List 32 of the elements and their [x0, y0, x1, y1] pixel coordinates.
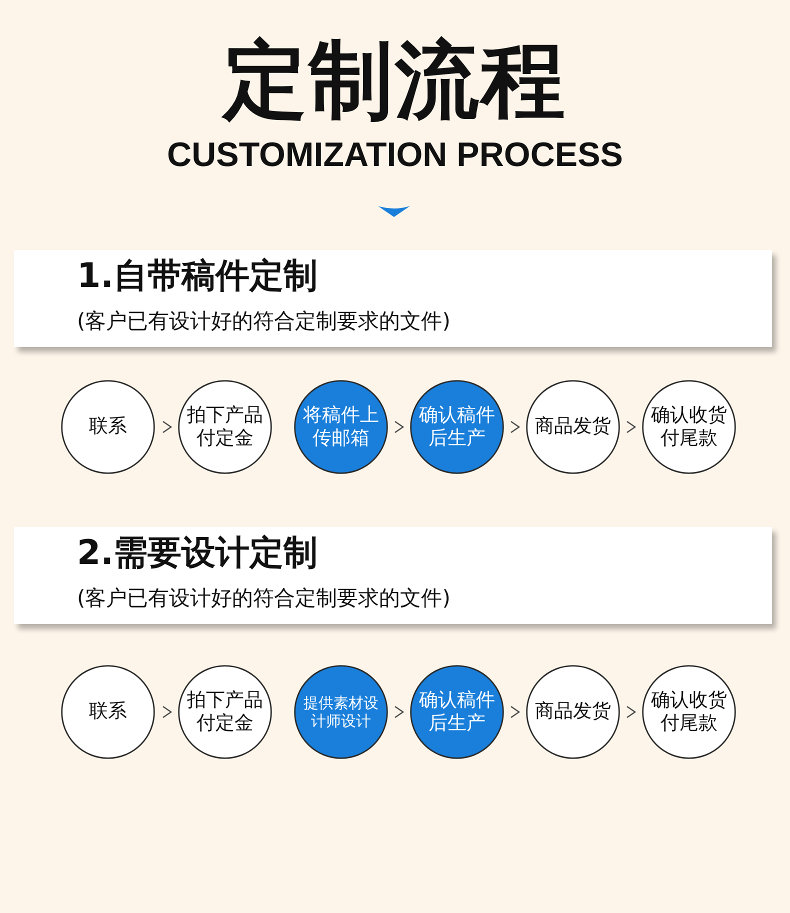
step-circle	[61, 665, 155, 759]
step-label: 商品发货	[534, 700, 612, 724]
step-label: 拍下产品付定金	[186, 688, 264, 736]
step-label: 确认收货付尾款	[650, 404, 728, 450]
step-circle	[410, 380, 504, 474]
banner-heading: 1.自带稿件定制	[77, 257, 318, 296]
step-circle	[294, 665, 388, 759]
page-subtitle: CUSTOMIZATION PROCESS	[167, 136, 623, 175]
banner-note: (客户已有设计好的符合定制要求的文件)	[77, 309, 450, 334]
step-label: 提供素材设计师设计	[302, 694, 380, 730]
banner-heading: 2.需要设计定制	[77, 534, 318, 574]
step-circle	[61, 380, 155, 474]
step-circle	[178, 380, 272, 474]
step-circle	[178, 665, 272, 759]
step-circle	[294, 380, 388, 474]
banner-note: (客户已有设计好的符合定制要求的文件)	[77, 586, 450, 612]
step-label: 拍下产品付定金	[186, 404, 264, 450]
step-circle	[642, 665, 736, 759]
step-circle	[526, 665, 620, 759]
step-label: 联系	[88, 700, 128, 724]
step-circle	[410, 665, 504, 759]
heading-banner	[14, 250, 772, 347]
step-label: 确认稿件后生产	[418, 404, 496, 450]
page-title: 定制流程	[223, 34, 567, 126]
step-label: 确认收货付尾款	[650, 688, 728, 736]
step-label: 商品发货	[534, 415, 612, 439]
step-circle	[526, 380, 620, 474]
step-label: 确认稿件后生产	[418, 688, 496, 736]
step-circle	[642, 380, 736, 474]
heading-banner	[14, 527, 772, 624]
step-label: 联系	[88, 415, 128, 439]
step-label: 将稿件上传邮箱	[302, 404, 380, 450]
